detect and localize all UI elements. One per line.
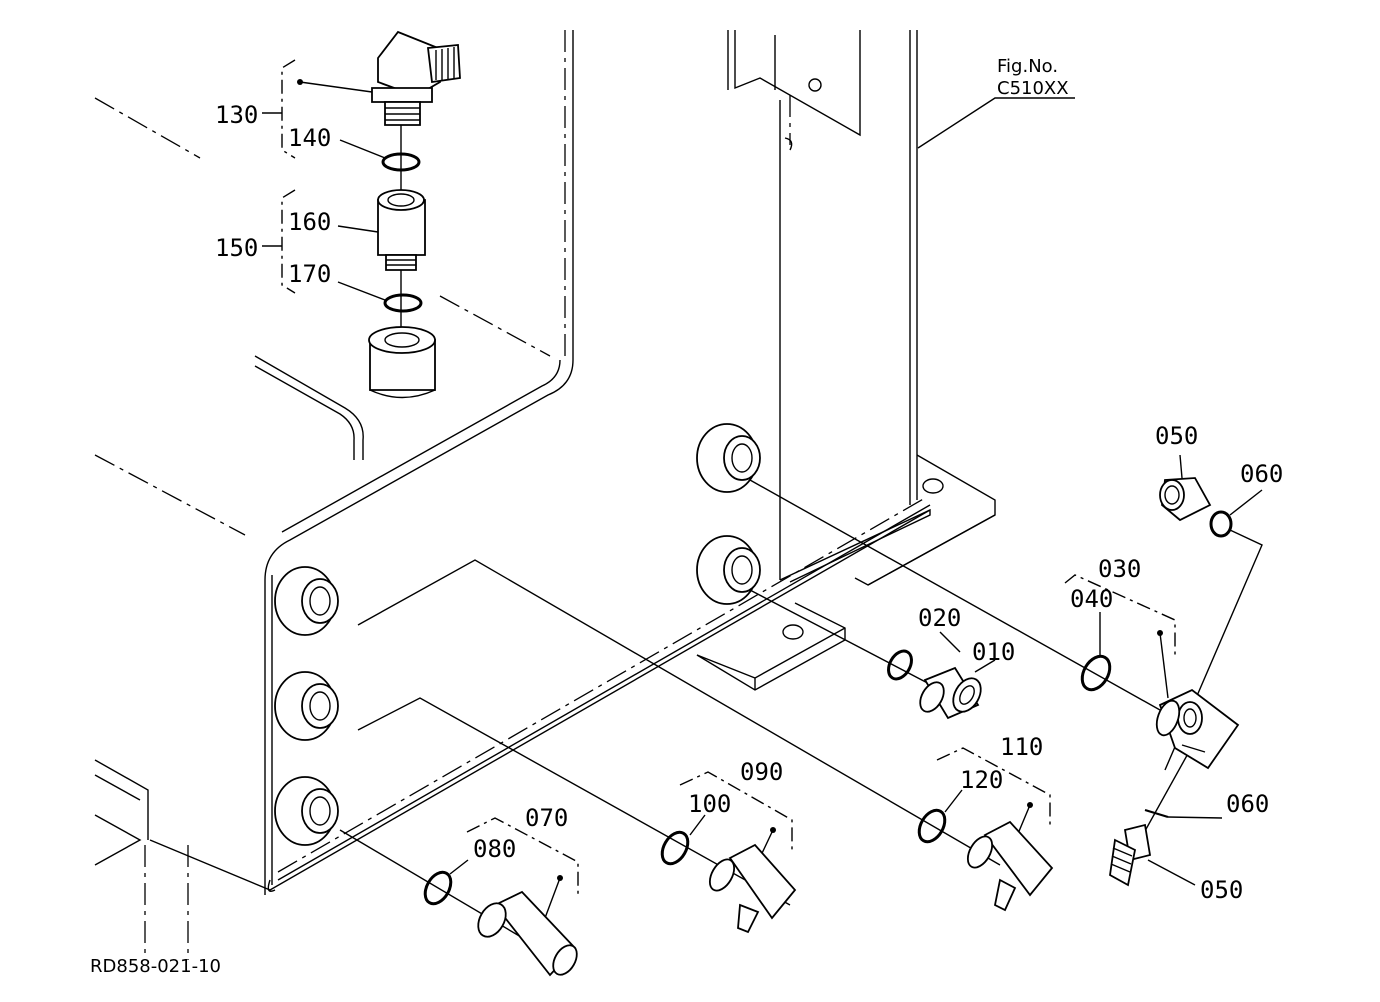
tank-boss-top: [274, 566, 339, 636]
elbow-fitting-130: [371, 30, 461, 126]
label-060-top: 060: [1240, 460, 1283, 488]
o-ring-140: [381, 152, 421, 172]
valve-fitting-090: [708, 843, 797, 934]
assembly-lines: [339, 85, 1263, 961]
valve-fitting-110: [966, 820, 1054, 912]
frame-column: [696, 30, 996, 691]
o-ring-100: [660, 830, 690, 866]
label-050-top: 050: [1155, 422, 1198, 450]
label-010: 010: [972, 638, 1015, 666]
o-ring-080: [423, 870, 453, 906]
tee-fitting-030: [1155, 688, 1240, 770]
label-110: 110: [1000, 733, 1043, 761]
fitting-050-bottom: [1109, 823, 1152, 887]
port-boss-top: [368, 326, 436, 399]
o-ring-120: [917, 808, 947, 844]
label-170: 170: [288, 260, 331, 288]
fig-no-label: Fig.No.: [997, 56, 1058, 77]
label-090: 090: [740, 758, 783, 786]
label-020: 020: [918, 604, 961, 632]
tank-body: [94, 30, 931, 960]
nozzle-fitting-070: [477, 890, 578, 977]
label-040: 040: [1070, 585, 1113, 613]
fitting-010: [919, 666, 982, 720]
fig-no-value: C510XX: [997, 78, 1069, 99]
label-080: 080: [473, 835, 516, 863]
label-140: 140: [288, 124, 331, 152]
o-ring-040: [1080, 654, 1112, 692]
label-070: 070: [525, 804, 568, 832]
label-060-bottom: 060: [1226, 790, 1269, 818]
label-050-bottom: 050: [1200, 876, 1243, 904]
label-100: 100: [688, 790, 731, 818]
label-120: 120: [960, 766, 1003, 794]
frame-boss-bottom: [696, 535, 761, 605]
tank-boss-middle: [274, 671, 339, 741]
washer-060-bottom: [1144, 808, 1169, 819]
adapter-160: [377, 189, 426, 271]
label-160: 160: [288, 208, 331, 236]
frame-boss-top: [696, 423, 761, 493]
bent-rod: [254, 355, 364, 460]
label-030: 030: [1098, 555, 1141, 583]
label-150: 150: [215, 234, 258, 262]
fitting-050-top: [1159, 477, 1212, 522]
label-130: 130: [215, 101, 258, 129]
tank-boss-bottom: [274, 776, 339, 846]
o-ring-020: [887, 649, 913, 681]
drawing-code: RD858-021-10: [90, 956, 221, 977]
o-ring-170: [383, 293, 423, 313]
o-ring-060-top: [1209, 510, 1233, 538]
